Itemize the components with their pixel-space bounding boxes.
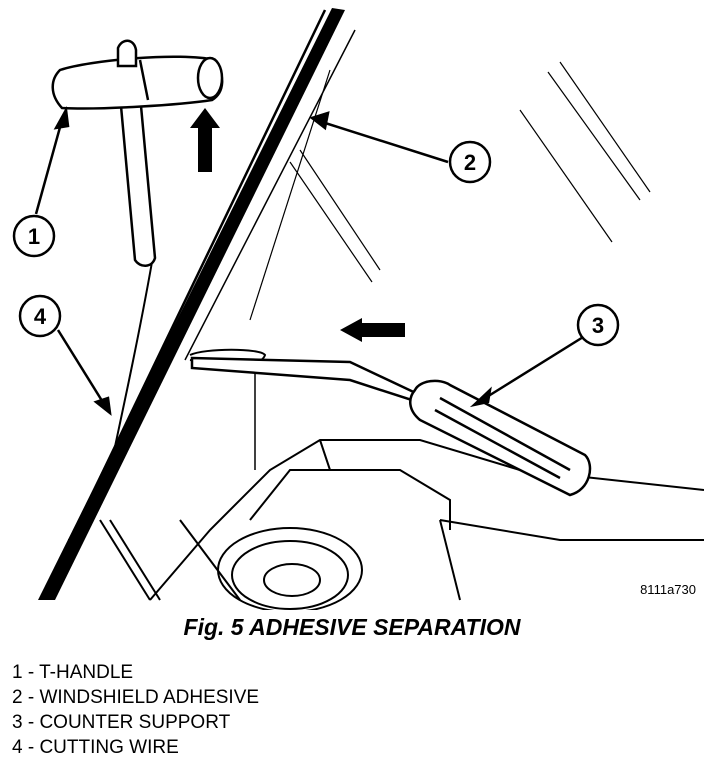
windshield-inner-edge — [184, 29, 356, 361]
callout-leaders — [34, 106, 589, 416]
pull-up-arrow-icon — [190, 108, 220, 172]
figure-caption: Fig. 5 ADHESIVE SEPARATION — [183, 614, 521, 640]
windshield-edge — [68, 9, 327, 541]
callout-3: 3 — [576, 303, 620, 347]
svg-text:4: 4 — [34, 304, 47, 329]
glass-reflection-lines — [249, 61, 651, 321]
interior-body-panel — [99, 439, 704, 601]
svg-text:2: 2 — [464, 150, 476, 175]
t-handle — [51, 39, 224, 267]
callout-1: 1 — [12, 214, 56, 258]
legend-item: 1 - T-HANDLE — [12, 662, 134, 683]
adhesive-separation-illustration: 1 2 3 4 8111a730 — [12, 8, 704, 610]
figure-id: 8111a730 — [640, 582, 696, 597]
callout-2: 2 — [448, 140, 492, 184]
legend-item: 2 - WINDSHIELD ADHESIVE — [12, 687, 260, 708]
legend-item: 3 - COUNTER SUPPORT — [12, 712, 231, 733]
svg-text:3: 3 — [592, 313, 604, 338]
legend-item: 4 - CUTTING WIRE — [12, 737, 179, 758]
callout-4: 4 — [18, 294, 62, 338]
cutting-wire — [67, 261, 153, 541]
svg-text:1: 1 — [28, 224, 40, 249]
push-left-arrow-icon — [340, 318, 405, 342]
speaker — [217, 527, 363, 610]
counter-support-tool — [190, 356, 592, 497]
legend: 1 - T-HANDLE 2 - WINDSHIELD ADHESIVE 3 -… — [12, 660, 259, 760]
